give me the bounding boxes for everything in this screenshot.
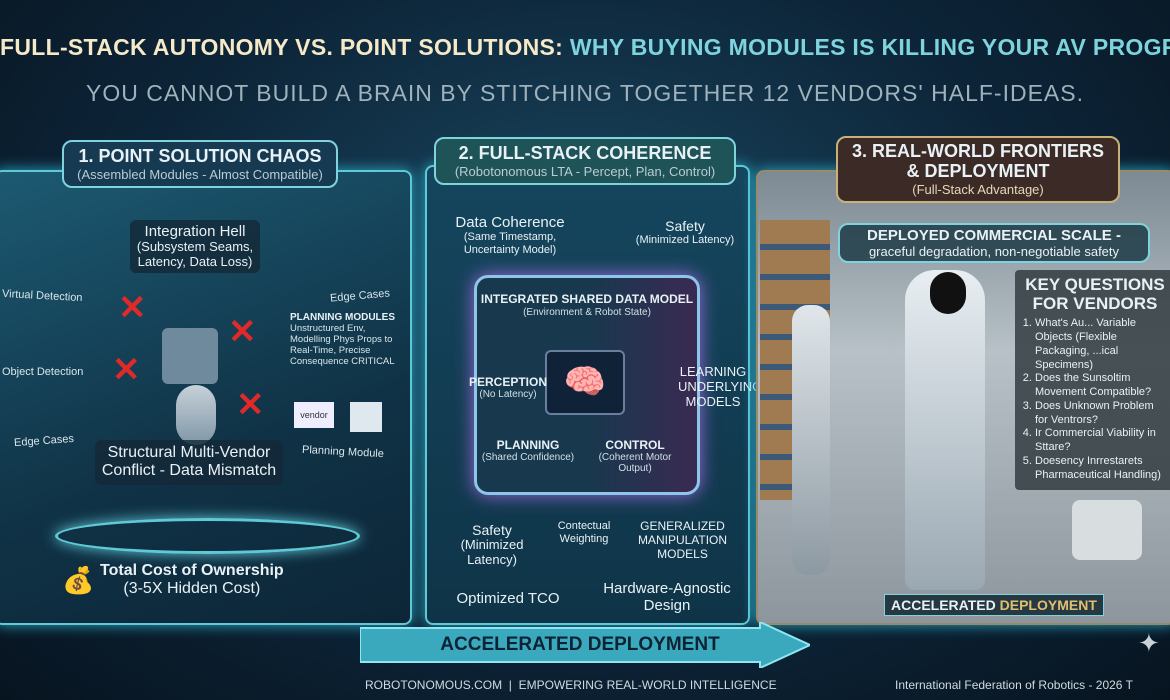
optimized-tco-label: Optimized TCO [456, 590, 560, 607]
money-bag-icon: 💰 [62, 565, 95, 595]
question-item: Ir Commercial Viability in Sttare? [1035, 427, 1169, 455]
tco-title: Total Cost of Ownership [100, 562, 284, 579]
question-item: Doesency Inrrestarets Pharmaceutical Han… [1035, 455, 1169, 483]
key-questions-title: KEY QUESTIONS FOR VENDORS [1025, 275, 1165, 313]
robot-arm-icon [176, 385, 216, 445]
data-coherence-label: Data Coherence(Same Timestamp, Uncertain… [440, 214, 580, 257]
section-1-subtitle: (Assembled Modules - Almost Compatible) [77, 167, 323, 182]
safety-bottom-title: Safety [472, 522, 512, 538]
safety-bottom-detail: (Minimized Latency) [460, 537, 524, 568]
section-1-header: 1. POINT SOLUTION CHAOS(Assembled Module… [62, 140, 338, 188]
banner-part-1: ACCELERATED [891, 597, 1000, 613]
banner-part-2: DEPLOYMENT [999, 597, 1097, 613]
error-x-icon: ✕ [236, 386, 265, 424]
robot-head [930, 272, 966, 314]
hardware-agnostic-label: Hardware-Agnostic Design [603, 580, 731, 615]
deployment-arrow [360, 622, 810, 668]
humanoid-robot [905, 270, 985, 590]
control-label: CONTROL(Coherent Motor Output) [590, 438, 680, 474]
conflict-label: Structural Multi-Vendor Conflict - Data … [95, 440, 283, 485]
integration-title: Integration Hell [144, 223, 246, 240]
accelerated-deployment-banner: ACCELERATED DEPLOYMENT [884, 594, 1104, 616]
safety-top-detail: (Minimized Latency) [635, 234, 735, 247]
perception-title: PERCEPTION [468, 375, 547, 389]
planning-modules-title: PLANNING MODULES [290, 312, 395, 323]
brain-icon: 🧠 [545, 350, 625, 415]
perception-label: PERCEPTION(No Latency) [468, 375, 548, 400]
safety-top-label: Safety(Minimized Latency) [625, 218, 745, 247]
footer-left: ROBOTONOMOUS.COM | EMPOWERING REAL-WORLD… [365, 678, 777, 692]
humanoid-robot-secondary [792, 305, 830, 575]
vendor-logo: vendor [294, 402, 334, 428]
section-3-title: 3. REAL-WORLD FRONTIERS & DEPLOYMENT [852, 141, 1104, 181]
planning-label: PLANNING(Shared Confidence) [478, 438, 578, 463]
deployed-title: DEPLOYED COMMERCIAL SCALE - [867, 227, 1121, 244]
section-3-header: 3. REAL-WORLD FRONTIERS & DEPLOYMENT(Ful… [836, 136, 1120, 203]
page-title: FULL-STACK AUTONOMY VS. POINT SOLUTIONS:… [0, 34, 1170, 61]
perception-detail: (No Latency) [479, 389, 537, 400]
safety-top-title: Safety [665, 218, 705, 234]
section-3-subtitle: (Full-Stack Advantage) [912, 181, 1044, 197]
question-item: What's Au... Variable Objects (Flexible … [1035, 317, 1169, 372]
question-item: Does Unknown Problem for Ventrors? [1035, 400, 1169, 428]
error-x-icon: ✕ [112, 351, 141, 389]
module-diagram-icon [350, 402, 382, 432]
title-part-2: WHY BUYING MODULES IS KILLING YOUR AV PR… [569, 34, 1170, 60]
error-x-icon: ✕ [118, 289, 147, 327]
footer-right: International Federation of Robotics - 2… [895, 678, 1133, 692]
chip-title: INTEGRATED SHARED DATA MODEL [480, 292, 694, 306]
title-part-1: FULL-STACK AUTONOMY VS. POINT SOLUTIONS: [0, 34, 564, 60]
tco-label: Total Cost of Ownership(3-5X Hidden Cost… [100, 562, 284, 598]
planning-title: PLANNING [496, 438, 560, 452]
deployed-scale-box: DEPLOYED COMMERCIAL SCALE -graceful degr… [838, 223, 1150, 263]
label-object-detection: Object Detection [2, 366, 84, 378]
control-detail: (Coherent Motor Output) [598, 452, 672, 474]
planning-modules-text: Unstructured Env, Modelling Phys Props t… [290, 323, 395, 367]
learning-models-label: LEARNING UNDERLYING MODELS [678, 364, 763, 409]
integration-detail: (Subsystem Seams, Latency, Data Loss) [136, 239, 254, 270]
question-item: Does the Sunsoltim Movement Compatible? [1035, 372, 1169, 400]
safety-bottom-label: Safety(Minimized Latency) [452, 522, 532, 568]
contextual-weighting-label: Contectual Weighting [557, 520, 611, 545]
planning-detail: (Shared Confidence) [481, 452, 575, 463]
section-2-title: 2. FULL-STACK COHERENCE [458, 143, 712, 163]
chip-subtitle: (Environment & Robot State) [523, 307, 651, 318]
section-1-title: 1. POINT SOLUTION CHAOS [78, 146, 322, 166]
key-questions-panel: KEY QUESTIONS FOR VENDORS What's Au... V… [1015, 270, 1170, 490]
tco-detail: (3-5X Hidden Cost) [123, 580, 261, 597]
control-title: CONTROL [605, 438, 665, 452]
platform-ring [55, 518, 360, 554]
arrow-label: ACCELERATED DEPLOYMENT [440, 634, 720, 655]
generalized-models-label: GENERALIZED MANIPULATION MODELS [637, 519, 728, 561]
error-x-icon: ✕ [228, 313, 257, 351]
integration-hell-box: Integration Hell(Subsystem Seams, Latenc… [130, 220, 260, 274]
data-coherence-title: Data Coherence [455, 214, 565, 231]
mobile-robot [1072, 500, 1142, 560]
page-subtitle: YOU CANNOT BUILD A BRAIN BY STITCHING TO… [85, 80, 1084, 106]
deployed-detail: graceful degradation, non-negotiable saf… [868, 244, 1120, 259]
processor-chip-icon [162, 328, 218, 384]
section-2-header: 2. FULL-STACK COHERENCE(Robotonomous LTA… [434, 137, 736, 185]
sparkle-icon: ✦ [1138, 628, 1160, 658]
section-2-subtitle: (Robotonomous LTA - Percept, Plan, Contr… [454, 164, 716, 179]
data-coherence-detail: (Same Timestamp, Uncertainty Model) [463, 231, 557, 256]
